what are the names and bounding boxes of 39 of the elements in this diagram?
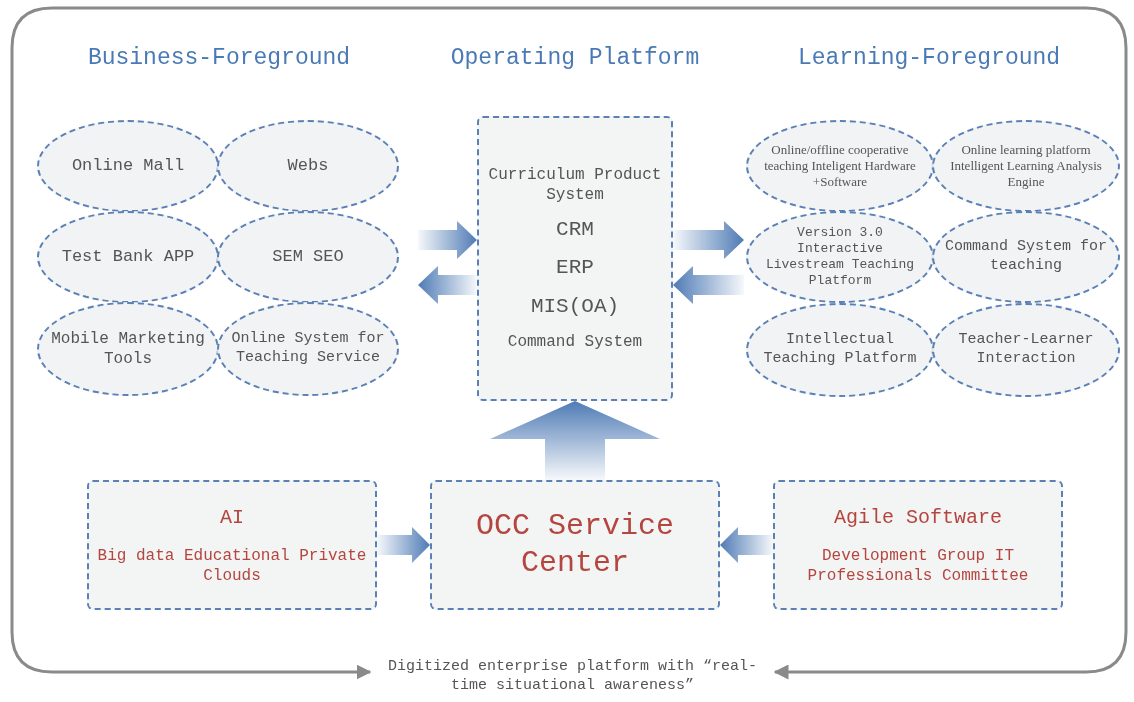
column-heading: Business-Foreground bbox=[86, 44, 352, 73]
node-text: MIS(OA) bbox=[530, 293, 620, 320]
node-text: Big data Educational Private Clouds bbox=[96, 545, 368, 586]
node-text: AI bbox=[220, 504, 244, 530]
block-arrow bbox=[490, 401, 660, 480]
node-text: Development Group IT Professionals Committee bbox=[806, 545, 1030, 586]
node-text: Online System for Teaching Service bbox=[230, 330, 386, 368]
dashed-box bbox=[87, 480, 377, 610]
node-text: Online/offline cooperative teaching Inteligent Hardware +Software bbox=[763, 141, 917, 191]
node-text: Agile Software bbox=[834, 504, 1002, 530]
block-arrow bbox=[673, 221, 744, 259]
block-arrow bbox=[720, 527, 773, 563]
arrow bbox=[62, 664, 372, 680]
node-text: Intellectual Teaching Platform bbox=[762, 331, 918, 369]
node-text: Curriculum Product System bbox=[487, 165, 663, 206]
block-arrow bbox=[673, 266, 744, 304]
node-text: Mobile Marketing Tools bbox=[50, 329, 206, 369]
node-text: ERP bbox=[556, 255, 594, 282]
node-text: Command System bbox=[507, 331, 643, 352]
node-text: OCC Service Center bbox=[474, 507, 675, 582]
node-text: Online learning platform Intelligent Learning Analysis Engine bbox=[949, 141, 1103, 191]
column-heading: Learning-Foreground bbox=[796, 44, 1062, 73]
arrow bbox=[773, 664, 1082, 680]
block-arrow bbox=[377, 527, 430, 563]
dashed-box bbox=[477, 116, 673, 401]
node-text: Test Bank APP bbox=[61, 246, 195, 268]
column-heading: Operating Platform bbox=[449, 44, 701, 73]
block-arrow bbox=[418, 221, 477, 259]
block-arrow bbox=[418, 266, 477, 304]
dashed-box bbox=[773, 480, 1063, 610]
node-text: Digitized enterprise platform with “real-time situational awareness” bbox=[386, 658, 759, 696]
node-text: CRM bbox=[556, 217, 594, 244]
dashed-box bbox=[430, 480, 720, 610]
node-text: Command System for teaching bbox=[944, 238, 1108, 276]
node-text: Version 3.0 Interactive Livestream Teaching Platform bbox=[764, 224, 916, 290]
node-text: Teacher-Learner Interaction bbox=[957, 331, 1095, 369]
node-text: SEM SEO bbox=[272, 246, 344, 268]
node-text: Online Mall bbox=[71, 155, 185, 177]
node-text: Webs bbox=[287, 155, 329, 177]
